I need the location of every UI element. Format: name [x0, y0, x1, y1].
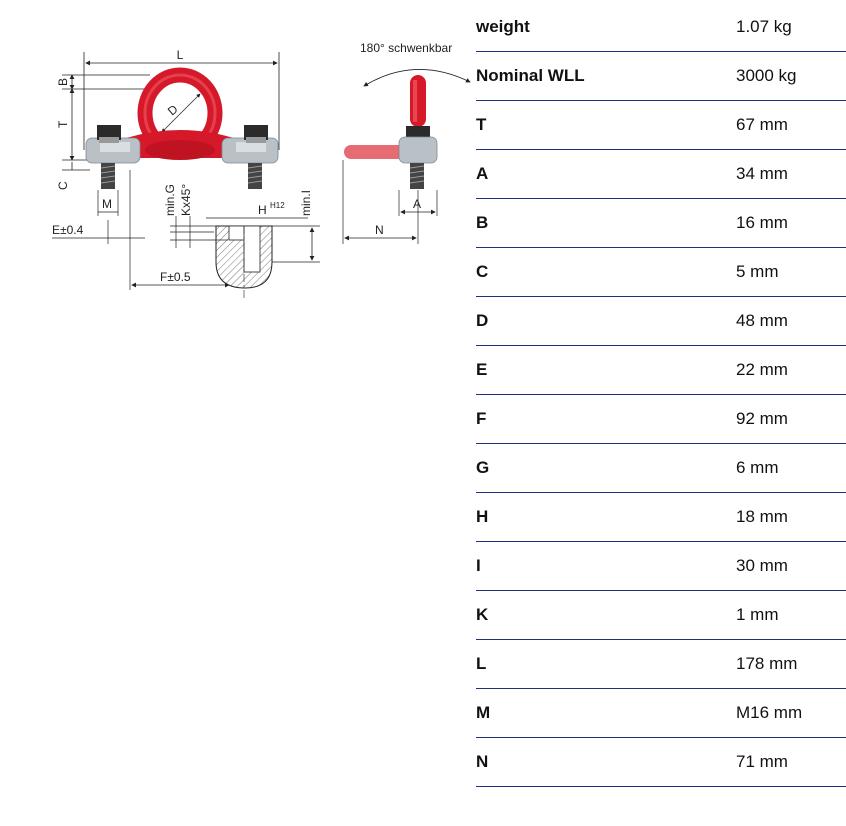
spec-label: weight [476, 3, 736, 52]
spec-label: E [476, 345, 736, 395]
spec-label: T [476, 100, 736, 150]
swivel-label: 180° schwenkbar [360, 41, 452, 55]
spec-value: 34 mm [736, 149, 846, 199]
spec-label: N [476, 737, 736, 787]
side-ring [410, 75, 426, 127]
spec-label: L [476, 639, 736, 689]
spec-value: 67 mm [736, 100, 846, 150]
spec-label: A [476, 149, 736, 199]
spec-value: 30 mm [736, 541, 846, 591]
side-view: 180° schwenkbar A N [342, 41, 471, 244]
dim-label-I: min.I [299, 190, 313, 216]
spec-label: K [476, 590, 736, 640]
front-view: L B T C D [52, 48, 320, 300]
spec-value: 71 mm [736, 737, 846, 787]
swivel-arc [363, 69, 471, 87]
dim-label-C: C [56, 181, 70, 190]
dim-label-B: B [56, 78, 70, 86]
spec-value: 48 mm [736, 296, 846, 346]
spec-label: I [476, 541, 736, 591]
spec-value: 5 mm [736, 247, 846, 297]
spec-label: H [476, 492, 736, 542]
bolt-head-left [97, 125, 121, 140]
spec-value: M16 mm [736, 688, 846, 738]
dim-label-E: E±0.4 [52, 223, 84, 237]
spec-label: D [476, 296, 736, 346]
spec-value: 178 mm [736, 639, 846, 689]
side-base-block [398, 136, 438, 164]
dim-label-H-tolerance: H12 [270, 201, 285, 210]
dim-label-M: M [102, 197, 112, 211]
spec-value: 18 mm [736, 492, 846, 542]
spec-label: B [476, 198, 736, 248]
dim-label-A: A [413, 197, 421, 211]
dim-label-N: N [375, 223, 384, 237]
spec-label: Nominal WLL [476, 51, 736, 101]
spec-label: M [476, 688, 736, 738]
dim-label-K: Kx45° [179, 184, 193, 216]
spec-label: C [476, 247, 736, 297]
technical-drawing: L B T C D [52, 41, 471, 300]
spec-value: 1.07 kg [736, 3, 846, 52]
spec-label: F [476, 394, 736, 444]
spec-value: 16 mm [736, 198, 846, 248]
spec-value: 92 mm [736, 394, 846, 444]
spec-value: 22 mm [736, 345, 846, 395]
side-ring-swivelled [344, 145, 406, 159]
spec-value: 1 mm [736, 590, 846, 640]
spec-value: 6 mm [736, 443, 846, 493]
dim-label-G: min.G [163, 184, 177, 216]
dim-label-T: T [56, 120, 70, 128]
dim-label-H: H [258, 203, 267, 217]
bolt-head-right [244, 125, 268, 140]
dim-label-L: L [177, 48, 184, 62]
spec-label: G [476, 443, 736, 493]
dim-label-F: F±0.5 [160, 270, 191, 284]
spec-value: 3000 kg [736, 51, 846, 101]
